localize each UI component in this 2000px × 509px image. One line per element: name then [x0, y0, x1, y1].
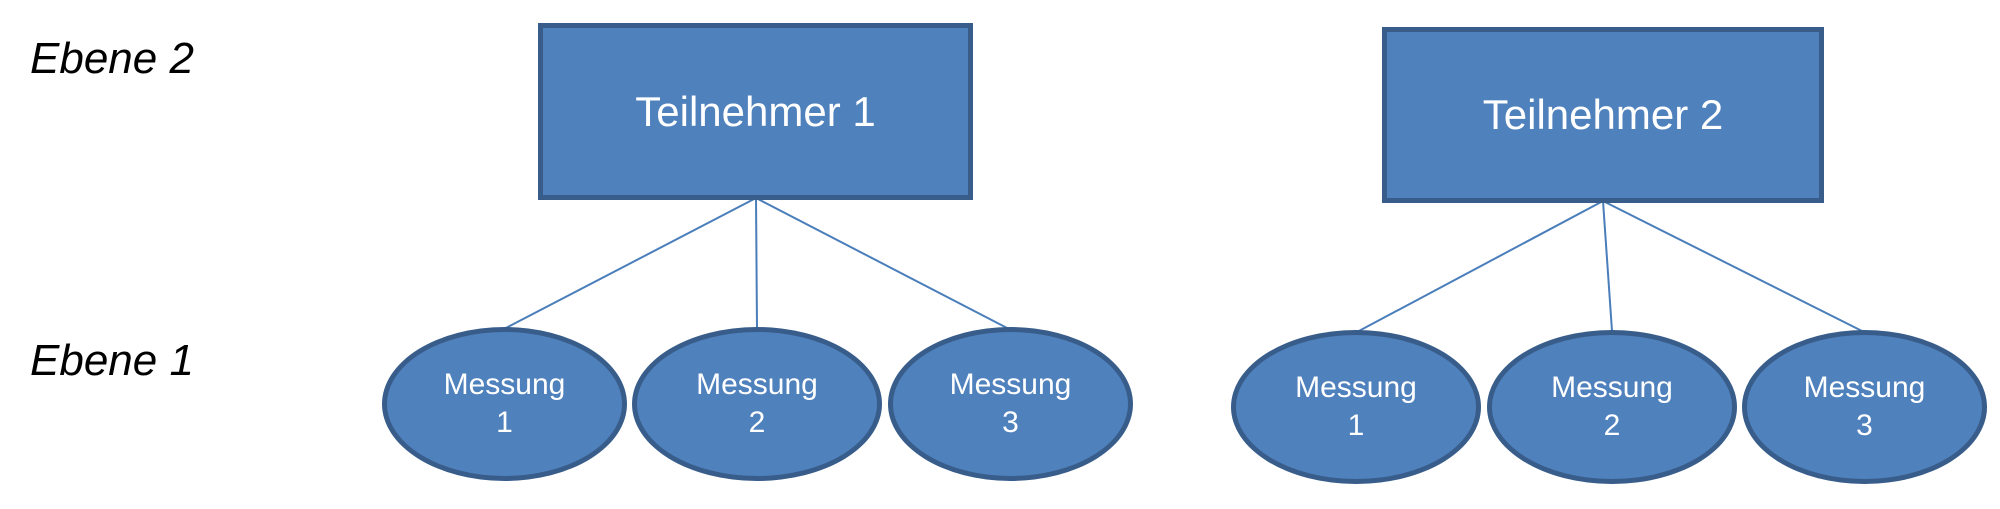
connector-t1-m2	[755, 197, 758, 329]
child-ellipse-g2-messung-1: Messung 1	[1231, 330, 1481, 484]
child-ellipse-label-line1: Messung	[1551, 371, 1673, 404]
child-ellipse-label-line2: 2	[1603, 409, 1621, 442]
connector-t1-m1	[503, 197, 757, 330]
child-ellipse-label-line2: 3	[1856, 409, 1873, 442]
child-ellipse-g1-messung-1: Messung 1	[382, 327, 627, 481]
child-ellipse-label-line2: 1	[496, 406, 513, 439]
child-ellipse-g2-messung-3: Messung 3	[1742, 330, 1987, 484]
level-label-ebene-2: Ebene 2	[30, 34, 194, 83]
connector-t2-m3	[1602, 200, 1865, 333]
parent-box-label: Teilnehmer 1	[635, 87, 876, 135]
child-ellipse-label-line2: 3	[1002, 406, 1019, 439]
child-ellipse-g2-messung-2: Messung 2	[1487, 330, 1737, 484]
child-ellipse-g1-messung-2: Messung 2	[632, 327, 882, 481]
connector-t1-m3	[755, 197, 1010, 330]
connector-t2-m2	[1602, 200, 1613, 332]
parent-box-label: Teilnehmer 2	[1482, 91, 1724, 138]
child-ellipse-label-line1: Messung	[1803, 371, 1926, 404]
connector-t2-m1	[1356, 200, 1604, 333]
child-ellipse-label-line1: Messung	[949, 368, 1072, 401]
child-ellipse-label-line1: Messung	[1295, 371, 1417, 404]
child-ellipse-label-line1: Messung	[443, 368, 566, 401]
parent-box-teilnehmer-1: Teilnehmer 1	[538, 23, 973, 200]
level-label-ebene-1: Ebene 1	[30, 336, 194, 385]
child-ellipse-label-line2: 2	[748, 406, 766, 439]
child-ellipse-g1-messung-3: Messung 3	[888, 327, 1133, 481]
parent-box-teilnehmer-2: Teilnehmer 2	[1382, 27, 1824, 203]
child-ellipse-label-line1: Messung	[696, 368, 818, 401]
child-ellipse-label-line2: 1	[1347, 409, 1365, 442]
